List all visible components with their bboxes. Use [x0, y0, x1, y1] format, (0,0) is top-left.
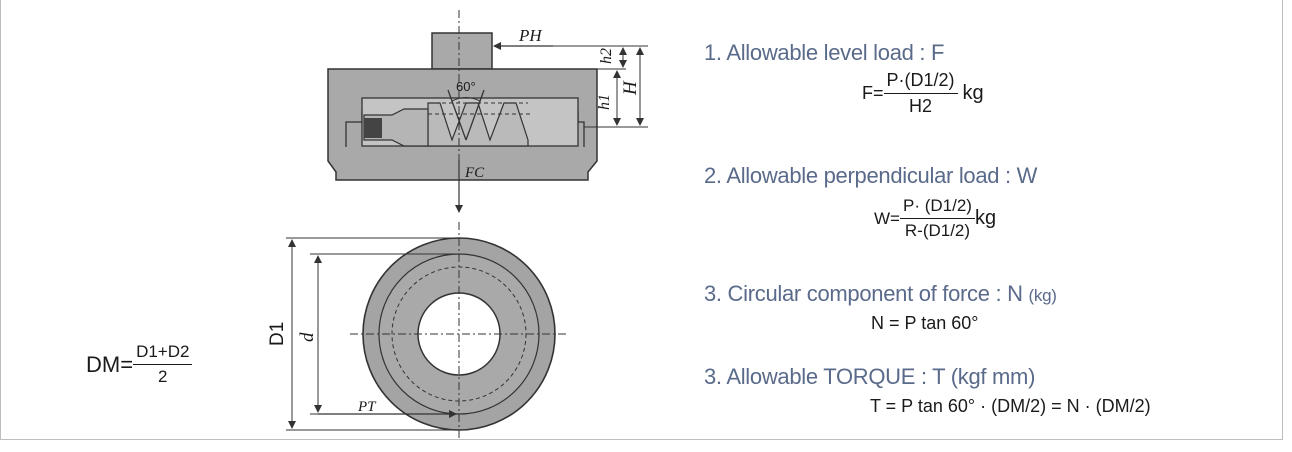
top-stub — [431, 32, 493, 70]
section-3-heading-text: 3. Circular component of force : N — [704, 281, 1023, 306]
thread-profile — [427, 102, 529, 147]
section-3-formula: N = P tan 60° — [871, 313, 979, 333]
w-denominator: R-(D1/2) — [904, 221, 971, 240]
dm-denominator: 2 — [158, 367, 168, 386]
w-numerator: P· (D1/2) — [899, 196, 975, 219]
section-4-heading: 3. Allowable TORQUE : T (kgf mm) — [704, 364, 1036, 389]
label-fc: FC — [464, 165, 485, 181]
section-1-formula: F=P·(D1/2)H2 kg — [862, 70, 984, 117]
label-pt: PT — [357, 399, 377, 415]
section-4-formula: T = P tan 60° · (DM/2) = N · (DM/2) — [870, 396, 1151, 416]
section-2-heading: 2. Allowable perpendicular load : W — [704, 163, 1038, 188]
section-1-heading: 1. Allowable level load : F — [704, 40, 945, 65]
f-unit: kg — [962, 82, 984, 104]
label-d1: D1 — [267, 322, 288, 346]
label-h1: h1 — [596, 94, 613, 110]
dm-fraction: D1+D2 2 — [133, 342, 193, 387]
label-angle: 60° — [456, 79, 476, 94]
f-denominator: H2 — [909, 96, 933, 116]
label-h2: h2 — [598, 48, 615, 64]
f-fraction: P·(D1/2)H2 — [883, 70, 958, 117]
w-formula-lhs: W= — [874, 208, 900, 228]
w-fraction: P· (D1/2) R-(D1/2) — [899, 196, 975, 241]
dm-numerator: D1+D2 — [133, 342, 193, 365]
section-3-heading-unit: (kg) — [1028, 286, 1057, 305]
label-d: d — [297, 332, 318, 342]
dm-formula: DM=D1+D2 2 — [86, 342, 193, 387]
w-unit: kg — [974, 207, 997, 229]
ring-view — [286, 222, 566, 440]
section-2-formula: W=P· (D1/2) R-(D1/2)kg — [874, 196, 996, 241]
label-ph: PH — [518, 26, 543, 45]
screw-head — [364, 118, 382, 138]
f-numerator: P·(D1/2) — [883, 70, 958, 94]
label-H: H — [620, 80, 641, 96]
f-formula-lhs: F= — [862, 83, 884, 103]
section-3-heading: 3. Circular component of force : N (kg) — [704, 281, 1057, 307]
section-view — [327, 10, 648, 213]
dm-formula-lhs: DM= — [86, 351, 134, 377]
